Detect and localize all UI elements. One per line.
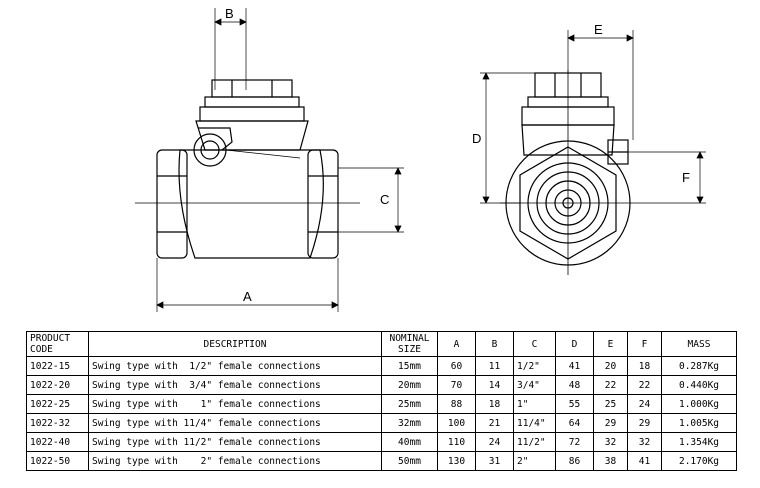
table-row: 1022-15 Swing type with 1/2" female conn… — [26, 356, 737, 376]
cell-description: Swing type with 11/2" female connections — [88, 432, 382, 452]
cell-mass: 0.440Kg — [661, 375, 737, 395]
cell-c: 11/2" — [513, 432, 556, 452]
cell-a: 70 — [437, 375, 476, 395]
cell-d: 86 — [555, 451, 594, 471]
cell-e: 25 — [593, 394, 628, 414]
specification-table: PRODUCT CODE DESCRIPTION NOMINAL SIZE A … — [26, 331, 737, 471]
header-product-code: PRODUCT CODE — [26, 331, 89, 357]
cell-product-code: 1022-15 — [26, 356, 89, 376]
cell-product-code: 1022-40 — [26, 432, 89, 452]
cell-description: Swing type with 1/2" female connections — [88, 356, 382, 376]
cell-c: 2" — [513, 451, 556, 471]
cell-description: Swing type with 3/4" female connections — [88, 375, 382, 395]
cell-description: Swing type with 11/4" female connections — [88, 413, 382, 433]
table-header-row: PRODUCT CODE DESCRIPTION NOMINAL SIZE A … — [26, 331, 737, 357]
cell-c: 11/4" — [513, 413, 556, 433]
table-row: 1022-40 Swing type with 11/2" female con… — [26, 432, 737, 452]
cell-c: 1" — [513, 394, 556, 414]
header-b: B — [475, 331, 514, 357]
dimension-label-d: D — [472, 131, 481, 146]
front-bonnet — [195, 120, 309, 151]
cell-f: 29 — [627, 413, 662, 433]
cell-d: 64 — [555, 413, 594, 433]
cell-d: 55 — [555, 394, 594, 414]
cell-nominal-size: 32mm — [381, 413, 438, 433]
cell-a: 100 — [437, 413, 476, 433]
table-row: 1022-50 Swing type with 2" female connec… — [26, 451, 737, 471]
cell-d: 48 — [555, 375, 594, 395]
cell-c: 3/4" — [513, 375, 556, 395]
cell-mass: 1.000Kg — [661, 394, 737, 414]
cell-product-code: 1022-50 — [26, 451, 89, 471]
front-cap-flange — [204, 96, 300, 108]
front-right-hex-end — [307, 149, 339, 259]
cell-description: Swing type with 1" female connections — [88, 394, 382, 414]
dimension-label-b: B — [225, 6, 234, 21]
valve-side-view — [500, 70, 640, 275]
cell-product-code: 1022-32 — [26, 413, 89, 433]
cell-b: 24 — [475, 432, 514, 452]
cell-e: 38 — [593, 451, 628, 471]
cell-nominal-size: 15mm — [381, 356, 438, 376]
dimension-label-c: C — [380, 192, 389, 207]
cell-f: 24 — [627, 394, 662, 414]
cell-b: 18 — [475, 394, 514, 414]
cell-a: 60 — [437, 356, 476, 376]
table-row: 1022-20 Swing type with 3/4" female conn… — [26, 375, 737, 395]
table-row: 1022-25 Swing type with 1" female connec… — [26, 394, 737, 414]
cell-e: 32 — [593, 432, 628, 452]
cell-b: 21 — [475, 413, 514, 433]
header-f: F — [627, 331, 662, 357]
cell-product-code: 1022-20 — [26, 375, 89, 395]
cell-f: 41 — [627, 451, 662, 471]
dimension-label-f: F — [682, 170, 690, 185]
cell-mass: 2.170Kg — [661, 451, 737, 471]
front-cap-hex — [211, 79, 293, 98]
side-dimensions — [480, 30, 706, 204]
cell-d: 72 — [555, 432, 594, 452]
cell-mass: 0.287Kg — [661, 356, 737, 376]
header-d: D — [555, 331, 594, 357]
header-nominal-size: NOMINAL SIZE — [381, 331, 438, 357]
cell-nominal-size: 25mm — [381, 394, 438, 414]
header-mass: MASS — [661, 331, 737, 357]
side-hex-nut — [519, 146, 617, 260]
valve-front-view — [135, 79, 360, 259]
cell-b: 31 — [475, 451, 514, 471]
cell-mass: 1.354Kg — [661, 432, 737, 452]
front-left-hex-end — [156, 149, 188, 259]
cell-e: 20 — [593, 356, 628, 376]
cell-description: Swing type with 2" female connections — [88, 451, 382, 471]
front-body — [178, 149, 324, 259]
cell-nominal-size: 20mm — [381, 375, 438, 395]
cell-nominal-size: 40mm — [381, 432, 438, 452]
cell-d: 41 — [555, 356, 594, 376]
cell-f: 22 — [627, 375, 662, 395]
valve-technical-drawing: B A C — [135, 6, 706, 312]
cell-c: 1/2" — [513, 356, 556, 376]
cell-b: 11 — [475, 356, 514, 376]
dimension-label-a: A — [243, 289, 252, 304]
header-description: DESCRIPTION — [88, 331, 382, 357]
front-dimensions — [156, 8, 404, 312]
cell-mass: 1.005Kg — [661, 413, 737, 433]
cell-b: 14 — [475, 375, 514, 395]
header-e: E — [593, 331, 628, 357]
cell-f: 32 — [627, 432, 662, 452]
cell-a: 88 — [437, 394, 476, 414]
table-row: 1022-32 Swing type with 11/4" female con… — [26, 413, 737, 433]
cell-e: 22 — [593, 375, 628, 395]
header-a: A — [437, 331, 476, 357]
cell-a: 130 — [437, 451, 476, 471]
cell-f: 18 — [627, 356, 662, 376]
cell-a: 110 — [437, 432, 476, 452]
cell-e: 29 — [593, 413, 628, 433]
header-c: C — [513, 331, 556, 357]
dimension-label-e: E — [594, 22, 603, 37]
cell-nominal-size: 50mm — [381, 451, 438, 471]
cell-product-code: 1022-25 — [26, 394, 89, 414]
side-bonnet — [521, 124, 615, 156]
